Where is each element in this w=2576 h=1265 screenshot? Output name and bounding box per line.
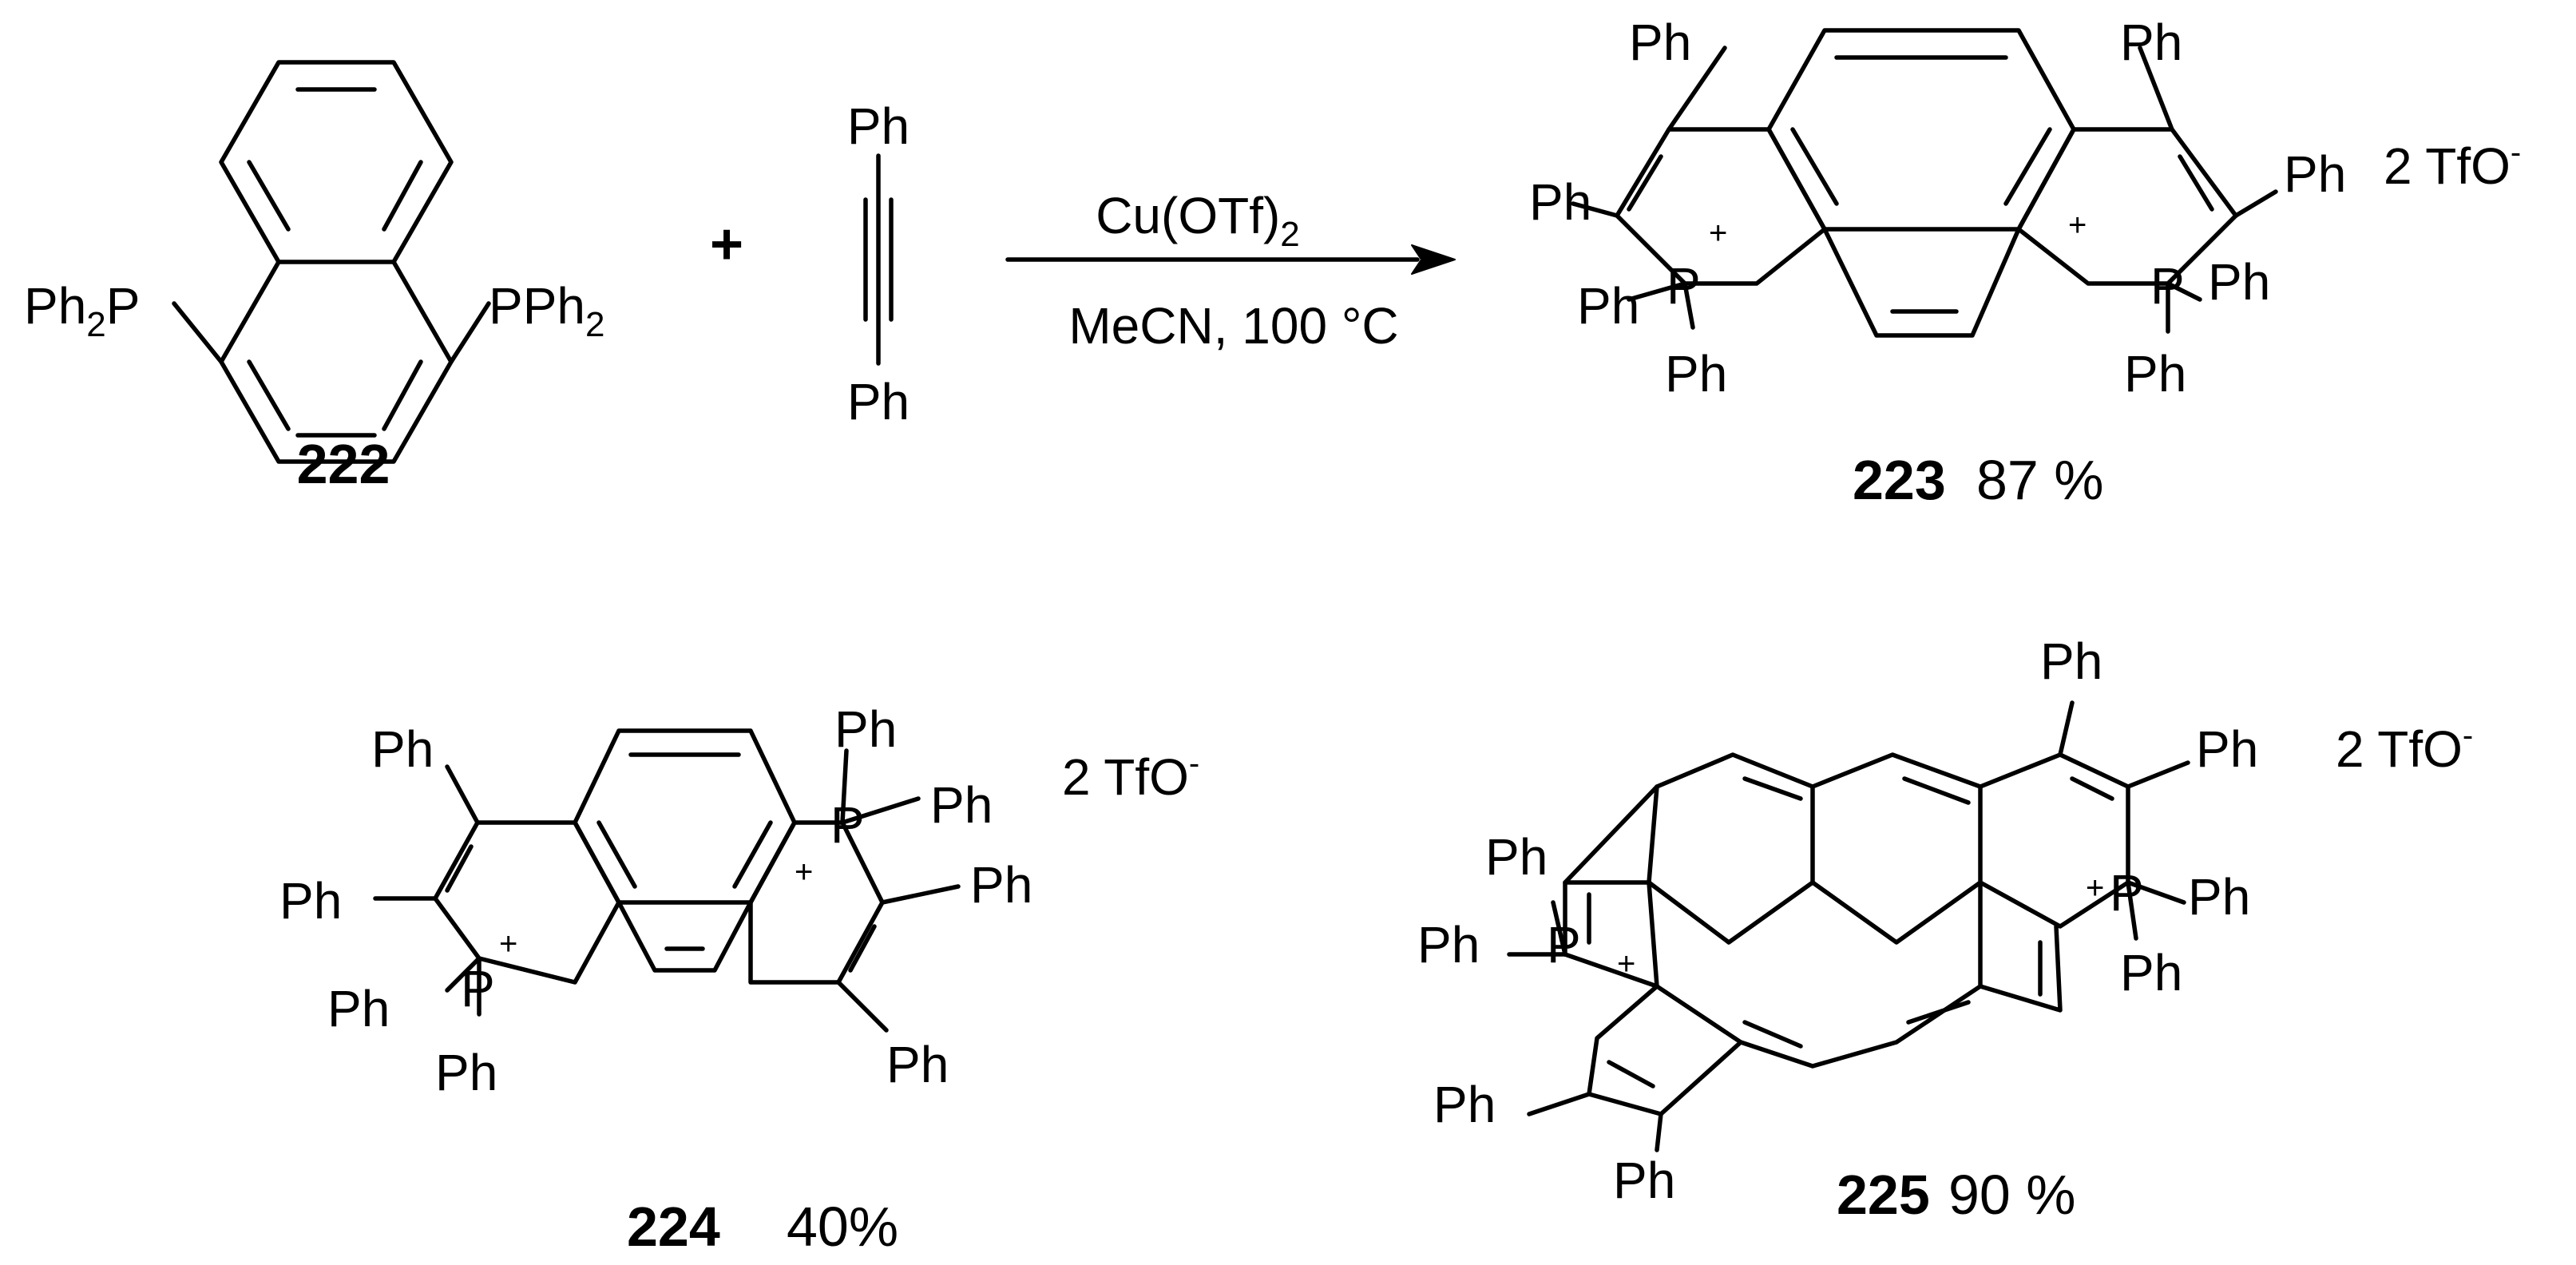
p225-phenyl-8: Ph <box>1613 1152 1675 1209</box>
p224-phenyl-7: Ph <box>970 856 1032 914</box>
p223-phenyl-3: Ph <box>1577 277 1639 335</box>
p224-phosphorus-left: P <box>461 960 495 1017</box>
p225-charge-right: + <box>2086 870 2104 906</box>
p224-phenyl-8: Ph <box>886 1036 949 1093</box>
p225-phosphorus-right: P <box>2110 864 2144 922</box>
p223-phenyl-5: Ph <box>2120 14 2182 71</box>
reaction-arrow: Cu(OTf)2 MeCN, 100 °C <box>1005 187 1456 355</box>
p225-phenyl-1: Ph <box>2040 632 2102 690</box>
naphthalene-skeleton <box>172 60 491 464</box>
p224-counterion: 2 TfO- <box>1062 746 1199 806</box>
p224-phenyl-5: Ph <box>834 700 897 758</box>
yield-224: 40% <box>787 1196 898 1258</box>
p224-phenyl-3: Ph <box>327 980 390 1037</box>
p225-phenyl-7: Ph <box>1433 1076 1496 1133</box>
product-225-skeleton <box>1507 700 2190 1152</box>
alkyne-top-phenyl-label: Ph <box>847 97 910 155</box>
product-225: Ph Ph Ph Ph Ph Ph Ph Ph P + P + 2 TfO- 2… <box>1417 632 2473 1226</box>
solvent-temperature-label: MeCN, 100 °C <box>1068 297 1398 355</box>
left-diphenylphosphino-group: Ph2P <box>24 277 140 344</box>
p225-phenyl-5: Ph <box>1485 828 1548 886</box>
compound-label-222: 222 <box>297 433 390 495</box>
diphenylacetylene: Ph Ph <box>847 97 910 430</box>
p224-phenyl-1: Ph <box>371 720 434 778</box>
p225-phenyl-4: Ph <box>2120 944 2182 1001</box>
compound-label-225: 225 <box>1837 1164 1930 1226</box>
alkyne-bottom-phenyl-label: Ph <box>847 373 910 430</box>
reactant-222: Ph2P PPh2 222 <box>24 60 604 495</box>
compound-label-224: 224 <box>627 1196 720 1258</box>
right-diphenylphosphino-group: PPh2 <box>489 277 604 344</box>
p225-phenyl-6: Ph <box>1417 916 1480 974</box>
p225-phenyl-2: Ph <box>2196 720 2258 778</box>
p225-phenyl-3: Ph <box>2188 868 2250 926</box>
p225-counterion: 2 TfO- <box>2336 718 2473 778</box>
product-224-skeleton <box>373 728 961 1033</box>
yield-225: 90 % <box>1948 1164 2076 1226</box>
p223-counterion: 2 TfO- <box>2384 135 2521 195</box>
p223-phosphorus-left: P <box>1666 257 1701 315</box>
product-224: Ph Ph Ph Ph Ph Ph Ph Ph P + P + 2 TfO- 2… <box>279 700 1199 1258</box>
p224-charge-right: + <box>795 855 813 890</box>
p223-charge-left: + <box>1709 216 1727 251</box>
yield-223: 87 % <box>1976 449 2104 511</box>
p224-phosphorus-right: P <box>830 796 865 854</box>
p223-phosphorus-right: P <box>2150 257 2185 315</box>
product-223-skeleton <box>1571 28 2278 338</box>
plus-sign: + <box>710 212 743 276</box>
p223-phenyl-6: Ph <box>2284 145 2346 203</box>
p224-phenyl-2: Ph <box>279 872 342 930</box>
p223-phenyl-8: Ph <box>2124 345 2186 402</box>
p224-phenyl-6: Ph <box>930 776 993 834</box>
p224-charge-left: + <box>499 926 517 962</box>
p223-phenyl-1: Ph <box>1629 14 1691 71</box>
reagent-label: Cu(OTf)2 <box>1096 187 1300 254</box>
p225-charge-left: + <box>1617 946 1635 981</box>
p224-phenyl-4: Ph <box>435 1044 497 1101</box>
p223-phenyl-4: Ph <box>1665 345 1727 402</box>
compound-label-223: 223 <box>1853 449 1946 511</box>
p223-phenyl-2: Ph <box>1529 173 1591 231</box>
p223-charge-right: + <box>2068 208 2087 243</box>
product-223: Ph Ph Ph Ph Ph Ph Ph Ph P + P + 2 TfO- 2… <box>1529 14 2521 511</box>
p225-phosphorus-left: P <box>1547 916 1581 974</box>
p223-phenyl-7: Ph <box>2208 253 2270 311</box>
